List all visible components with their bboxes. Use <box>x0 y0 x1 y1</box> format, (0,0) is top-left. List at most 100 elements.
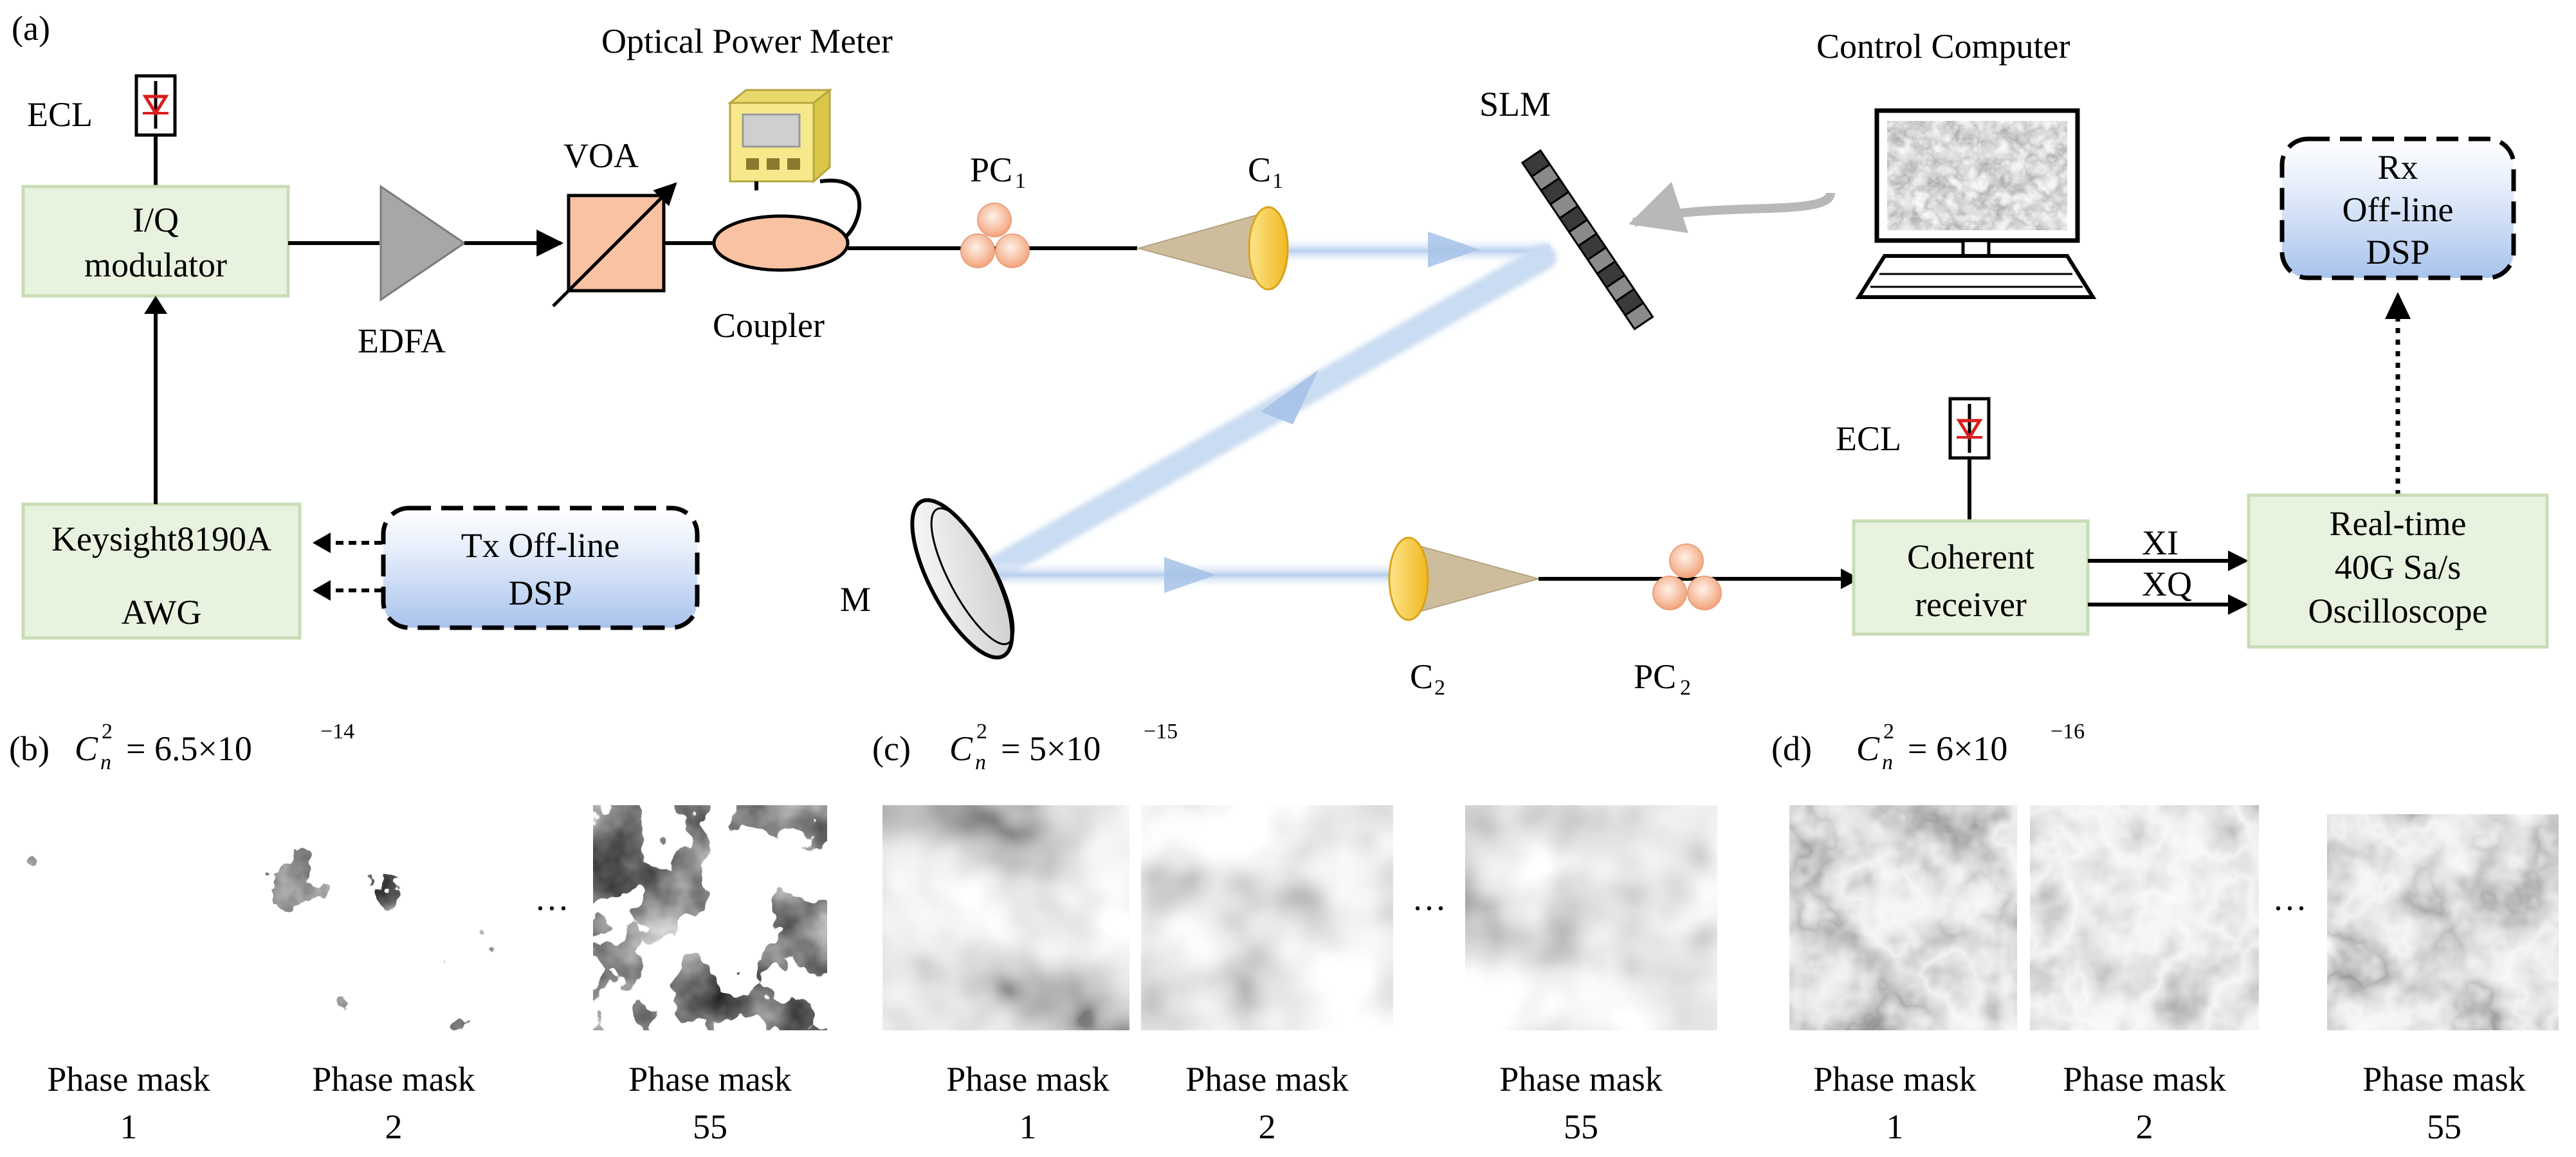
svg-text:Real-time: Real-time <box>2330 504 2467 543</box>
svg-text:−16: −16 <box>2051 720 2085 743</box>
phase-mask-image <box>260 805 494 1030</box>
svg-text:Tx Off-line: Tx Off-line <box>461 526 619 565</box>
beam-slm-to-mirror <box>965 244 1557 592</box>
mirror-icon <box>910 498 1014 660</box>
svg-text:Oscilloscope: Oscilloscope <box>2308 592 2488 630</box>
svg-text:= 5×10: = 5×10 <box>1001 729 1101 768</box>
svg-text:(b): (b) <box>9 729 50 768</box>
svg-text:55: 55 <box>2427 1107 2462 1146</box>
svg-text:C: C <box>1248 150 1271 189</box>
ecl-laser-top: ECL <box>27 74 177 187</box>
svg-text:Phase mask: Phase mask <box>1185 1060 1348 1098</box>
lens-icon <box>1388 536 1429 621</box>
svg-text:2: 2 <box>1259 1107 1276 1146</box>
svg-text:Phase mask: Phase mask <box>1499 1060 1662 1098</box>
phase-mask-image <box>1789 805 2017 1030</box>
tx-offline-dsp: Tx Off-line DSP <box>381 506 700 630</box>
svg-text:55: 55 <box>1564 1107 1598 1146</box>
optical-power-meter: Optical Power Meter <box>601 22 893 240</box>
svg-text:VOA: VOA <box>563 136 639 175</box>
coupler-icon <box>712 214 850 272</box>
svg-text:−14: −14 <box>320 720 354 743</box>
edfa: EDFA <box>358 185 466 360</box>
ellipsis: ··· <box>1412 889 1447 927</box>
amplifier-icon <box>379 185 466 302</box>
panel-c: (c) C n 2 = 5×10 −15 ··· Phase mask 1 Ph… <box>872 720 1717 1146</box>
slm-pixel <box>1623 302 1654 331</box>
svg-text:DSP: DSP <box>2366 233 2429 271</box>
voa: VOA <box>552 136 677 307</box>
collimator-2: C 2 <box>1388 536 1541 700</box>
svg-text:receiver: receiver <box>1915 585 2027 624</box>
svg-text:1: 1 <box>1272 169 1283 193</box>
keysight-awg: Keysight8190A AWG <box>21 502 302 640</box>
svg-text:Phase mask: Phase mask <box>312 1060 475 1098</box>
collimator-1: C 1 <box>1136 150 1289 291</box>
spatial-light-modulator: SLM <box>1479 85 1654 331</box>
svg-text:Rx: Rx <box>2377 148 2418 187</box>
phase-mask-image <box>1141 805 1393 1030</box>
svg-text:= 6.5×10: = 6.5×10 <box>126 729 252 768</box>
ellipsis: ··· <box>2272 889 2307 927</box>
svg-text:ECL: ECL <box>1836 419 1901 458</box>
svg-text:n: n <box>1882 751 1893 774</box>
svg-text:2: 2 <box>102 720 113 743</box>
svg-text:Keysight8190A: Keysight8190A <box>51 520 271 558</box>
svg-text:1: 1 <box>1886 1107 1904 1146</box>
beam-arrow-2 <box>1261 370 1319 424</box>
svg-text:SLM: SLM <box>1479 85 1551 123</box>
svg-text:I/Q: I/Q <box>132 201 179 239</box>
svg-text:n: n <box>975 751 986 774</box>
ecl-laser-local-oscillator: ECL <box>1836 397 1991 521</box>
svg-text:PC: PC <box>970 150 1012 189</box>
svg-text:C: C <box>1410 657 1433 696</box>
phase-mask-image <box>1465 805 1717 1030</box>
svg-text:1: 1 <box>1019 1107 1037 1146</box>
ellipsis: ··· <box>534 889 569 927</box>
mirror: M <box>840 498 1015 660</box>
svg-text:Phase mask: Phase mask <box>946 1060 1109 1098</box>
svg-text:Phase mask: Phase mask <box>2362 1060 2525 1098</box>
svg-text:modulator: modulator <box>84 246 227 284</box>
svg-text:Optical Power Meter: Optical Power Meter <box>601 22 893 60</box>
svg-text:C: C <box>1856 729 1880 768</box>
svg-text:PC: PC <box>1634 657 1676 696</box>
svg-text:2: 2 <box>1680 676 1691 700</box>
svg-text:(d): (d) <box>1771 729 1812 768</box>
ecl-label: ECL <box>27 95 93 134</box>
phase-mask-image <box>2030 805 2259 1030</box>
svg-text:EDFA: EDFA <box>358 322 446 360</box>
panel-b: (b) C n 2 = 6.5×10 −14 ··· Phase mask 1 … <box>9 720 827 1146</box>
svg-text:Off-line: Off-line <box>2343 190 2454 229</box>
svg-text:2: 2 <box>976 720 987 743</box>
svg-text:Phase mask: Phase mask <box>47 1060 210 1098</box>
iq-modulator: I/Q modulator <box>21 185 290 298</box>
panel-label-a: (a) <box>12 9 50 48</box>
lens-icon <box>1248 206 1289 291</box>
svg-text:DSP: DSP <box>508 574 572 612</box>
svg-text:2: 2 <box>2136 1107 2153 1146</box>
svg-text:Coherent: Coherent <box>1907 538 2034 576</box>
collimator-icon <box>1136 211 1268 284</box>
keyboard-icon <box>1855 254 2097 299</box>
phase-mask-panels: (b) C n 2 = 6.5×10 −14 ··· Phase mask 1 … <box>9 720 2559 1146</box>
coupler: Coupler <box>712 214 850 345</box>
polarization-controller-2: PC 2 <box>1634 543 1722 700</box>
control-computer: Control Computer <box>1629 27 2097 299</box>
svg-text:Phase mask: Phase mask <box>628 1060 791 1098</box>
svg-text:2: 2 <box>1883 720 1894 743</box>
coherent-receiver: Coherent receiver <box>1852 519 2090 636</box>
svg-text:Phase mask: Phase mask <box>2063 1060 2225 1098</box>
beam-arrow-3 <box>1164 557 1216 593</box>
svg-text:1: 1 <box>1015 169 1026 193</box>
phase-mask-image <box>882 805 1129 1030</box>
svg-text:40G Sa/s: 40G Sa/s <box>2335 548 2462 587</box>
phase-mask-image <box>2327 814 2559 1030</box>
beam-c1-to-slm <box>1286 237 1550 265</box>
free-space-beams <box>965 232 1557 593</box>
pc-loop-icon <box>977 203 1012 237</box>
svg-text:XI: XI <box>2142 524 2179 562</box>
phase-mask-image <box>15 805 250 1030</box>
